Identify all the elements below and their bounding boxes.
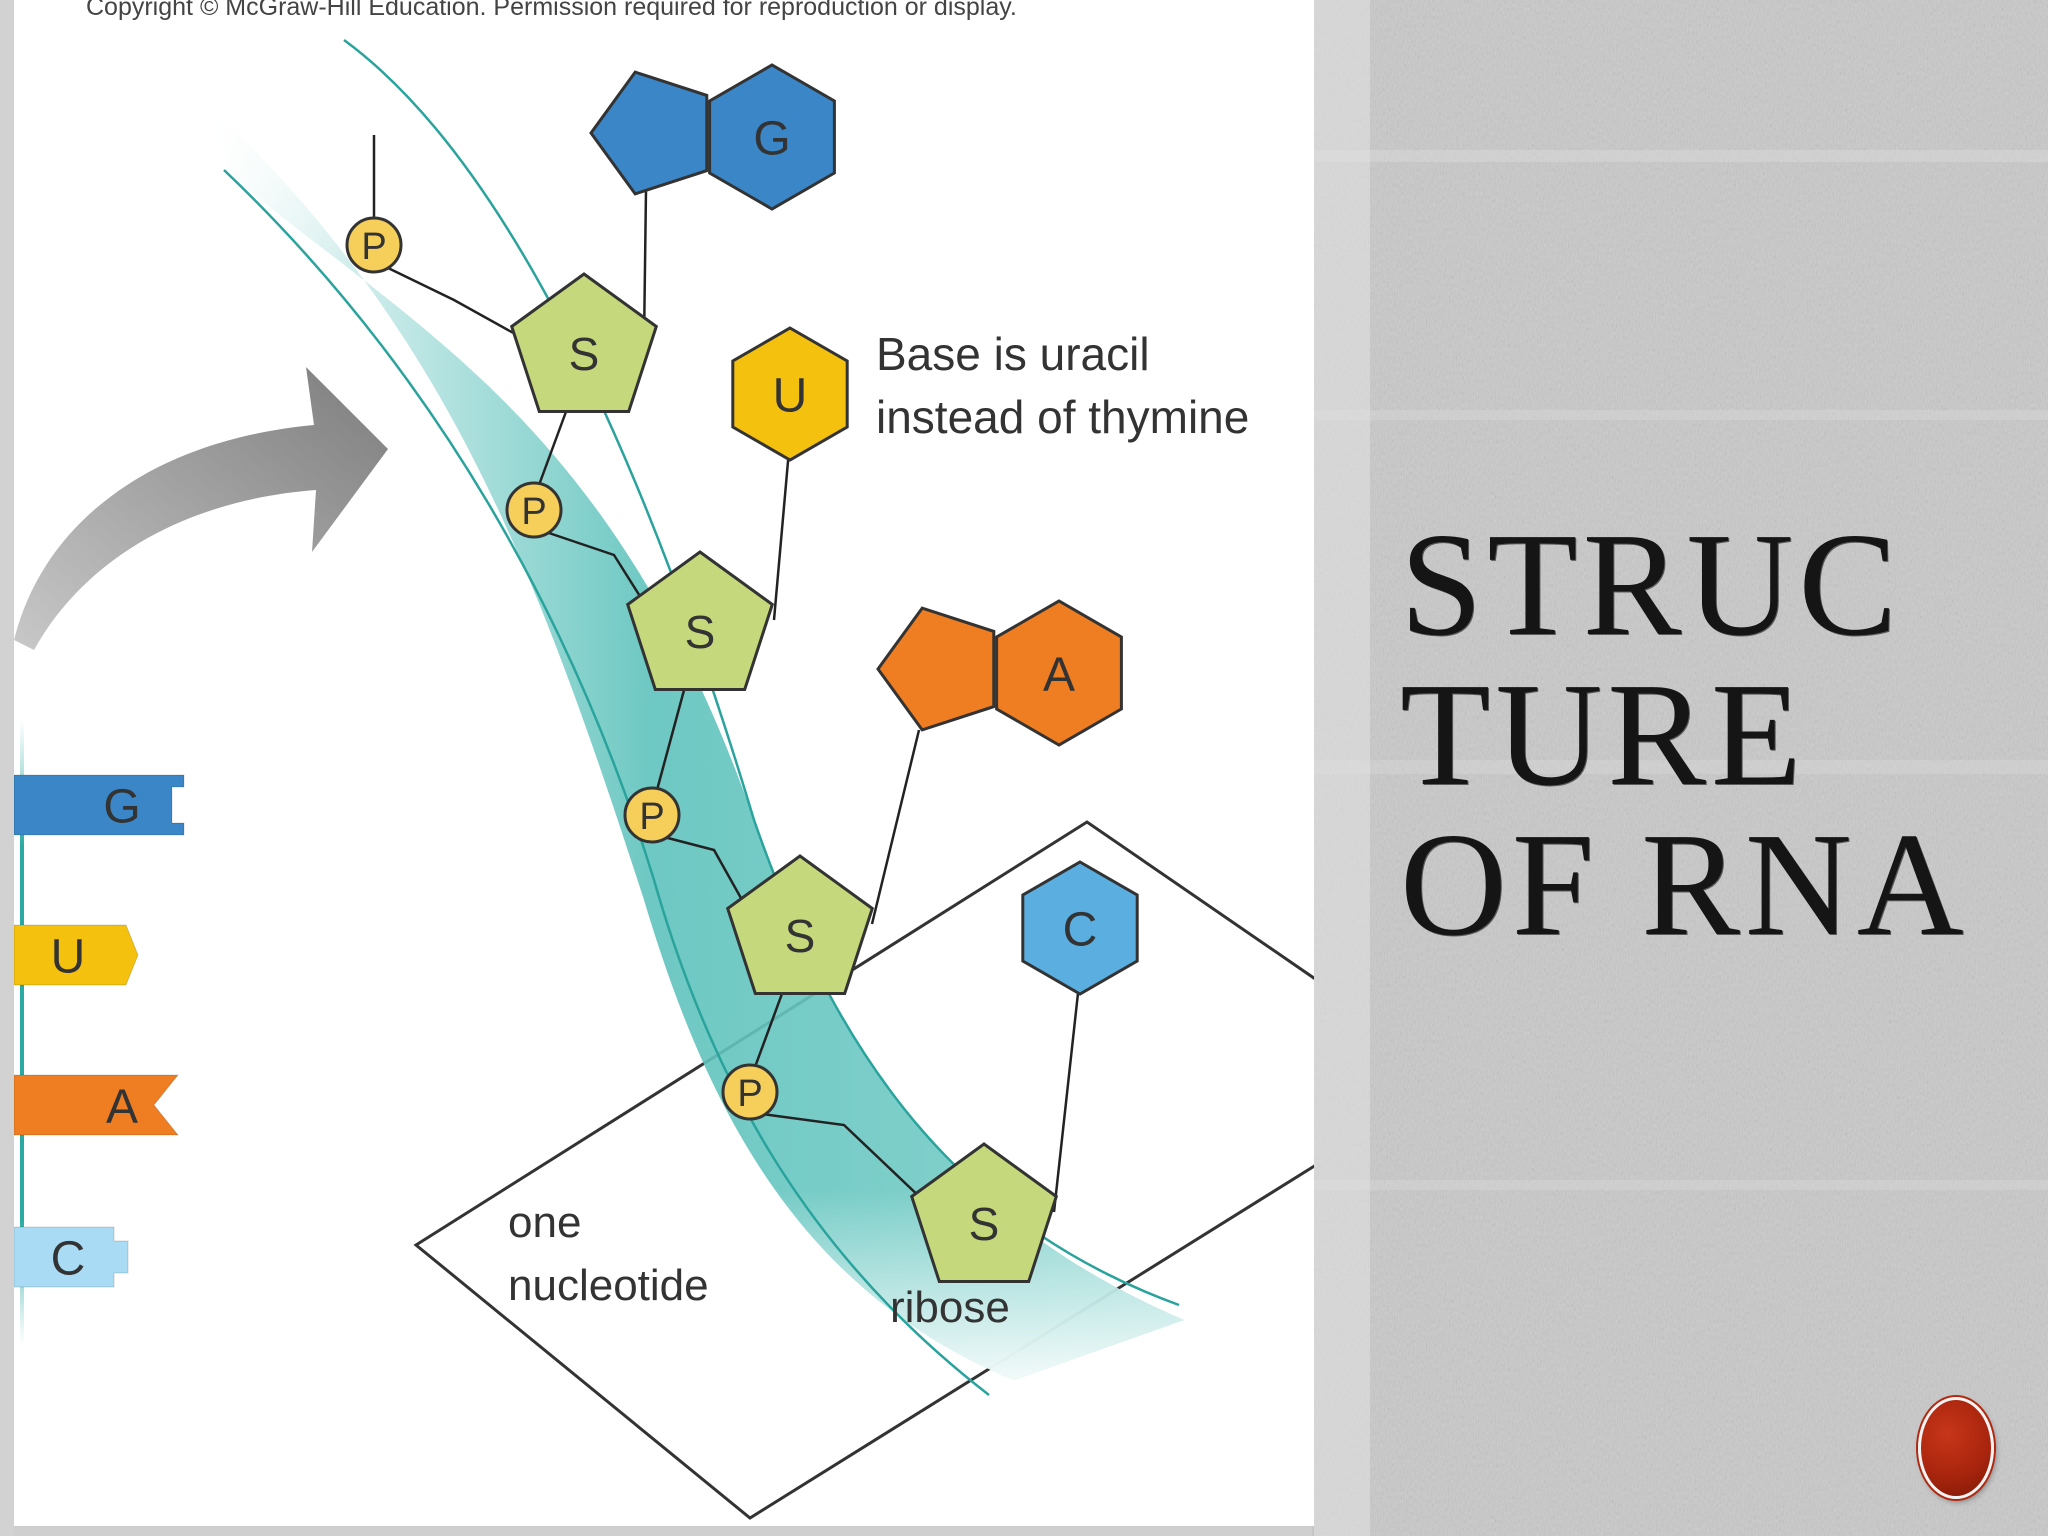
base-a-pentagon [876,606,996,732]
phosphate-circle-1 [345,216,403,274]
legend-label-c: C [51,1233,86,1286]
sugar-pentagon-3 [725,854,875,995]
sugar-pentagon-4 [909,1142,1059,1283]
nucleotide-plane [413,820,1314,1520]
legend-label-a: A [106,1081,138,1134]
phosphate-label: P [639,796,664,838]
base-a-hexagon [995,599,1123,747]
base-a-label: A [1043,649,1075,702]
nucleotide-label-line-2: nucleotide [508,1261,709,1310]
sugar-pentagon-2 [625,550,775,691]
ribose-label: ribose [890,1283,1010,1332]
phosphate-circle-4 [721,1063,779,1121]
legend-label-g: G [103,781,140,834]
base-stem [870,729,921,925]
phosphate-label: P [521,491,546,533]
sugar-label: S [685,606,716,658]
transition-arrow [14,367,388,650]
base-stem [1052,983,1081,1213]
phosphate-circle-2 [505,481,563,539]
legend-tab-u [14,924,139,986]
nucleotide-label-line-1: one [508,1198,581,1247]
legend-tab-c [14,1226,129,1288]
callout-line-1: Base is uracil [876,328,1150,380]
legend-strand-stem [20,720,24,1345]
callout-line-2: instead of thymine [876,391,1249,443]
copyright-text: Copyright © McGraw-Hill Education. Permi… [86,0,1017,21]
title-line-2: TURE [1400,653,1807,817]
legend-label-u: U [51,931,86,984]
base-g-pentagon [589,70,709,196]
base-u-label: U [773,370,808,423]
slide-background-texture [1312,0,2048,1536]
phosphate-circle-3 [623,786,681,844]
base-u-hexagon [731,326,849,462]
rna-structure-diagram: Copyright © McGraw-Hill Education. Permi… [14,0,1314,1520]
sugar-label: S [785,910,816,962]
rna-figure: Copyright © McGraw-Hill Education. Permi… [14,0,1314,1526]
base-c-hexagon [1021,860,1139,996]
sugar-label: S [569,328,600,380]
phosphate-sugar-link [761,1112,945,1221]
base-stem [772,449,791,621]
phosphate-label: P [737,1073,762,1115]
legend-tab-g [14,774,185,836]
next-slide-button[interactable] [1918,1397,1994,1499]
sugar-pentagon-1 [509,272,659,413]
base-g-label: G [753,113,790,166]
phosphate-label: P [361,226,386,268]
slide-divider [1314,0,1370,1536]
slide-left-edge [0,0,14,1536]
slide-title: STRUC TURE OF RNA [1400,510,2040,960]
title-line-3: OF RNA [1400,803,1969,967]
base-c-label: C [1063,904,1098,957]
base-g-hexagon [708,63,836,211]
title-line-1: STRUC [1400,503,1903,667]
sugar-label: S [969,1198,1000,1250]
legend-tab-a [14,1074,180,1136]
